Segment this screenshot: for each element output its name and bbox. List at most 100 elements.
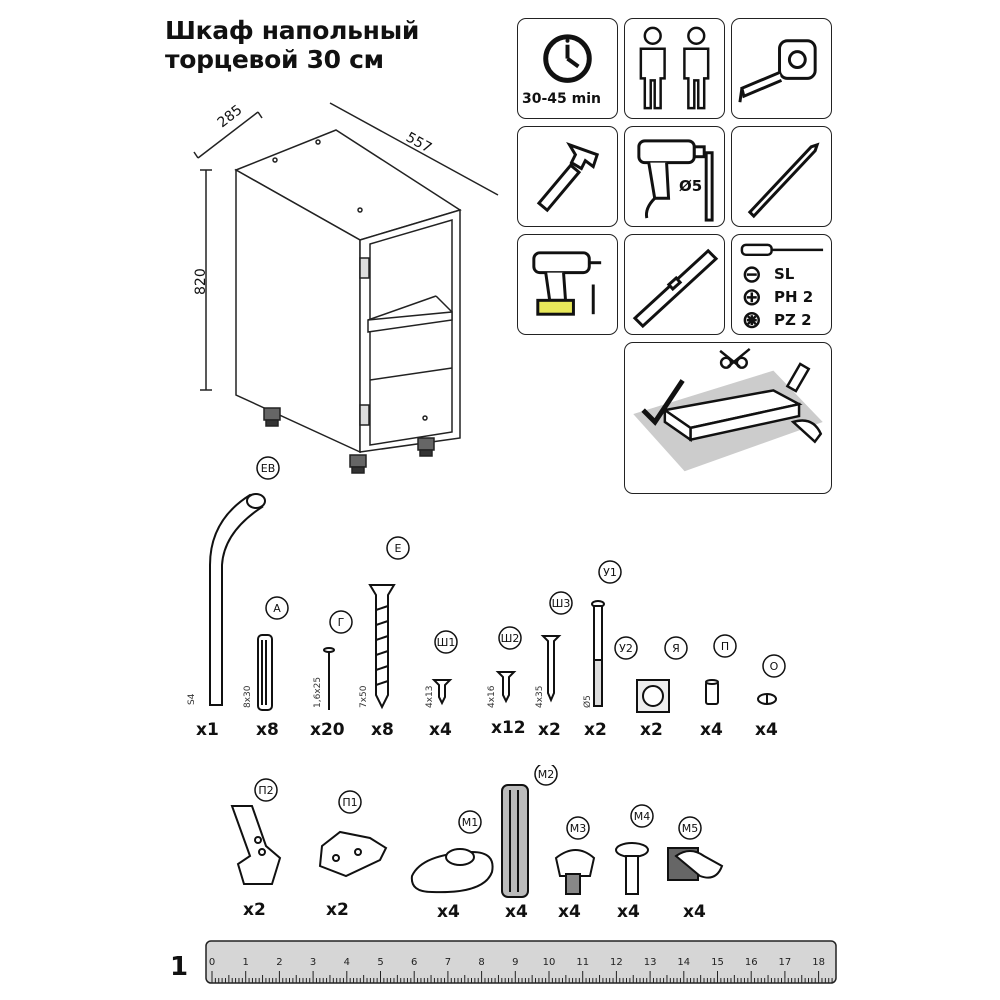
- tape-measure-icon: [738, 39, 817, 103]
- part-code-sh1: Ш1: [437, 636, 456, 649]
- drill-box: Ø5: [624, 126, 725, 227]
- size-sh3: 4x35: [535, 685, 545, 708]
- ruler-number: 13: [644, 957, 657, 968]
- part-code-o: О: [770, 660, 779, 673]
- qty-sh3: x2: [538, 720, 561, 740]
- size-eb: S4: [187, 693, 197, 705]
- ruler-number: 10: [543, 957, 556, 968]
- size-sh2: 4x16: [487, 685, 497, 708]
- part-code-u1: У1: [603, 566, 617, 579]
- qty-p2: x2: [243, 900, 266, 920]
- screwdriver-icon: [740, 243, 824, 329]
- title-line-1: Шкаф напольный: [165, 16, 420, 45]
- part-code-sh2: Ш2: [501, 632, 520, 645]
- screwdrivers-box: SL PH 2 PZ 2: [731, 234, 832, 335]
- document-title: Шкаф напольный торцевой 30 см: [165, 16, 419, 74]
- screwdriver-pz2-label: PZ 2: [774, 311, 812, 329]
- qty-p: x4: [700, 720, 723, 740]
- part-code-m1: М1: [462, 816, 479, 829]
- hardware-row-1: ЕВ А Г Е Ш1 Ш2 Ш3 У1 У2 Я П О S4 8x30 1,…: [187, 456, 786, 713]
- pencil-icon: [747, 142, 820, 219]
- ruler-number: 14: [677, 957, 690, 968]
- two-people-icon: [639, 26, 710, 110]
- time-box: 30-45 min: [517, 18, 618, 119]
- qty-m5: x4: [683, 902, 706, 922]
- cordless-screwdriver-icon: [532, 251, 602, 316]
- size-g: 1,6x25: [313, 677, 323, 708]
- ruler-number: 5: [377, 957, 383, 968]
- screwdriver-ph2-label: PH 2: [774, 288, 814, 306]
- qty-sh2: x12: [491, 718, 526, 738]
- confirmat-screw-icon: [368, 584, 396, 710]
- ruler-number: 2: [276, 957, 282, 968]
- bolt-m4-icon: [615, 842, 649, 858]
- size-e: 7x50: [359, 685, 369, 708]
- ruler-number: 9: [512, 957, 518, 968]
- ruler-number: 11: [576, 957, 589, 968]
- part-code-e: Е: [395, 542, 402, 555]
- qty-m1: x4: [437, 902, 460, 922]
- ruler-number: 8: [478, 957, 484, 968]
- cordless-screwdriver-box: [517, 234, 618, 335]
- part-code-a: А: [273, 602, 281, 615]
- drill-icon: [637, 139, 714, 222]
- qty-e: x8: [371, 720, 394, 740]
- unpacking-box: [624, 342, 832, 494]
- ruler-number: 0: [209, 957, 215, 968]
- part-code-p1: П1: [342, 796, 357, 809]
- title-line-2: торцевой 30 см: [165, 45, 384, 74]
- screw-sh1-icon: [431, 679, 453, 706]
- ruler-number: 15: [711, 957, 724, 968]
- shelf-pin-icon: [705, 681, 719, 705]
- part-code-g: Г: [338, 616, 345, 629]
- hinge-p2-icon: [230, 805, 282, 885]
- clock-icon: [543, 34, 592, 83]
- ruler-number: 1: [243, 957, 249, 968]
- qty-p1: x2: [326, 900, 349, 920]
- part-code-m2: М2: [538, 768, 555, 781]
- pencil-box: [731, 126, 832, 227]
- page-number: 1: [170, 952, 189, 982]
- tape-measure-box: [731, 18, 832, 119]
- size-sh1: 4x13: [425, 685, 435, 708]
- part-code-ya: Я: [672, 642, 680, 655]
- qty-sh1: x4: [429, 720, 452, 740]
- part-code-m3: М3: [570, 822, 587, 835]
- size-u2: Ø5: [582, 695, 593, 708]
- level-box: [624, 234, 725, 335]
- ruler-number: 17: [779, 957, 792, 968]
- qty-a: x8: [256, 720, 279, 740]
- cabinet-drawing: 285 557 820: [193, 102, 499, 474]
- height-label: 820: [193, 268, 209, 295]
- time-label: 30-45 min: [522, 91, 602, 107]
- qty-m3: x4: [558, 902, 581, 922]
- size-a: 8x30: [243, 685, 253, 708]
- part-code-p: П: [721, 640, 729, 653]
- qty-o: x4: [755, 720, 778, 740]
- ruler-number: 3: [310, 957, 316, 968]
- qty-m2: x4: [505, 902, 528, 922]
- ruler-number: 12: [610, 957, 623, 968]
- spirit-level-icon: [632, 248, 719, 329]
- coupling-u2-icon: [593, 659, 603, 707]
- hammer-icon: [536, 142, 600, 213]
- hinge-plate-p1-icon: [318, 830, 388, 878]
- part-code-sh3: Ш3: [552, 597, 571, 610]
- ruler-number: 18: [812, 957, 825, 968]
- screw-sh3-icon: [540, 635, 562, 703]
- qty-u2: x2: [584, 720, 607, 740]
- qty-eb: x1: [196, 720, 219, 740]
- hammer-box: [517, 126, 618, 227]
- ruler-number: 6: [411, 957, 417, 968]
- qty-ya: x2: [640, 720, 663, 740]
- qty-g: x20: [310, 720, 345, 740]
- screw-sh2-icon: [495, 671, 517, 704]
- width-label: 557: [403, 130, 434, 157]
- ruler-number: 4: [344, 957, 350, 968]
- drill-bit-label: Ø5: [679, 177, 703, 195]
- part-code-p2: П2: [258, 784, 273, 797]
- part-code-m5: М5: [682, 822, 699, 835]
- depth-label: 285: [215, 102, 246, 131]
- part-code-m4: М4: [634, 810, 651, 823]
